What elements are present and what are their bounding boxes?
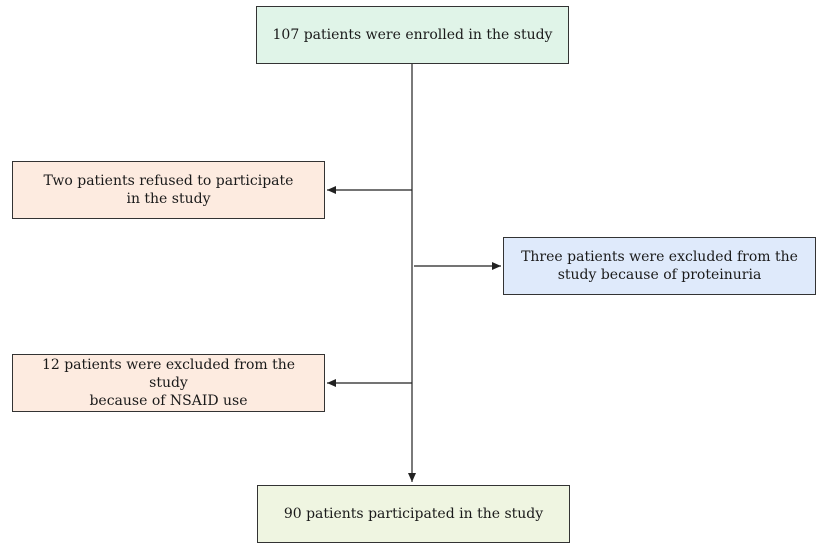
nsaid-exclusion-box: 12 patients were excluded from the study…	[12, 354, 325, 412]
enrolled-box: 107 patients were enrolled in the study	[256, 6, 569, 64]
enrolled-text: 107 patients were enrolled in the study	[272, 27, 553, 43]
refused-line-2: in the study	[126, 191, 211, 207]
nsaid-line-2: because of NSAID use	[89, 393, 248, 409]
refused-text: Two patients refused to participate in t…	[44, 172, 294, 208]
proteinuria-line-2: study because of proteinuria	[557, 267, 762, 283]
nsaid-line-1: 12 patients were excluded from the study	[41, 357, 296, 391]
participated-box: 90 patients participated in the study	[257, 485, 570, 543]
proteinuria-exclusion-box: Three patients were excluded from the st…	[503, 237, 816, 295]
refused-box: Two patients refused to participate in t…	[12, 161, 325, 219]
proteinuria-line-1: Three patients were excluded from the	[521, 249, 798, 265]
proteinuria-text: Three patients were excluded from the st…	[521, 248, 798, 284]
nsaid-text: 12 patients were excluded from the study…	[23, 356, 314, 410]
participated-text: 90 patients participated in the study	[283, 506, 544, 522]
refused-line-1: Two patients refused to participate	[43, 173, 294, 189]
